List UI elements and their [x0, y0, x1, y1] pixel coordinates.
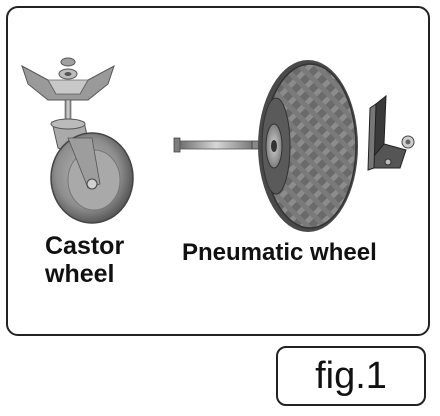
castor-wheel-label-line1: Castor — [45, 232, 125, 260]
parts-illustration — [21, 57, 415, 232]
pneumatic-wheel-label: Pneumatic wheel — [182, 239, 377, 266]
bracket-illustration — [367, 94, 415, 171]
figure-panel: Castor wheel Pneumatic wheel — [6, 6, 430, 336]
castor-wheel-label: Castor wheel — [45, 232, 124, 288]
castor-wheel-illustration — [21, 57, 134, 224]
figure-caption: fig.1 — [315, 354, 387, 397]
axle-bolt-illustration — [173, 137, 261, 153]
castor-wheel-label-line2: wheel — [45, 260, 115, 288]
figure-caption-box: fig.1 — [276, 346, 426, 406]
pneumatic-wheel-illustration — [258, 60, 358, 232]
